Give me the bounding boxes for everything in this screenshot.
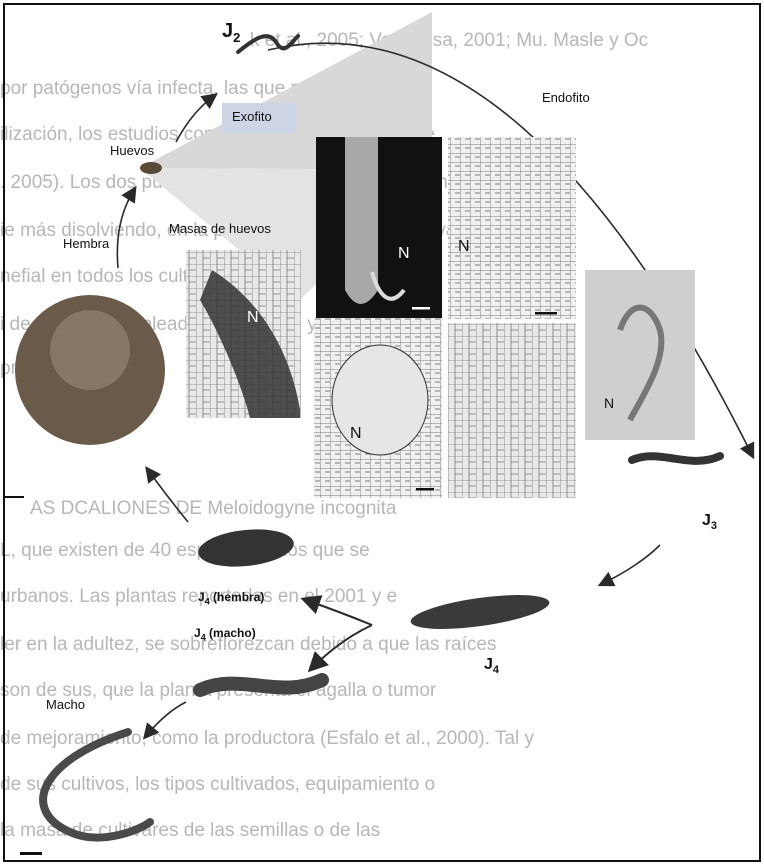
female-highlight xyxy=(50,310,130,390)
scale-bar-male xyxy=(20,852,42,855)
label-exofito: Exofito xyxy=(232,109,272,124)
j4-nematode xyxy=(409,588,552,635)
label-n-endophyte: N xyxy=(458,238,470,256)
scale-bar-root xyxy=(412,307,430,310)
panel-endophyte-1 xyxy=(448,137,576,319)
panel-endophyte-2 xyxy=(585,270,695,440)
j4-female-nematode xyxy=(196,525,295,571)
label-j4-macho: J4 (macho) xyxy=(194,626,256,642)
arrow-hembra-to-huevos xyxy=(117,190,134,268)
label-j4-hembra: J4 (hembra) xyxy=(198,590,264,606)
arrow-j4male-to-macho xyxy=(146,702,186,736)
label-huevos: Huevos xyxy=(110,143,154,158)
label-n-endophyte-2: N xyxy=(604,395,614,411)
label-j4: J4 xyxy=(484,656,499,676)
label-masas-de-huevos: Masas de huevos xyxy=(169,221,271,236)
label-j2: J2 xyxy=(222,20,240,45)
male-nematode xyxy=(43,732,150,838)
scale-bar-endophyte xyxy=(535,312,557,315)
label-endofito: Endofito xyxy=(542,90,590,105)
egg xyxy=(140,162,162,174)
label-macho: Macho xyxy=(46,697,85,712)
scale-bar-giant-cells xyxy=(416,488,434,491)
arrow-j4-to-hembra xyxy=(306,600,372,625)
label-j3: J3 xyxy=(702,512,717,532)
label-n-root: N xyxy=(398,245,410,263)
panel-giant-cells-2 xyxy=(448,323,576,498)
j3-nematode xyxy=(632,456,720,461)
arrow-j4female-to-hembra xyxy=(148,470,188,522)
label-hembra: Hembra xyxy=(63,236,109,251)
j4-male-nematode xyxy=(200,680,322,690)
arrow-j4-to-macho xyxy=(312,625,372,668)
label-n-giant-cells: N xyxy=(350,425,362,443)
label-n-egg-mass: N xyxy=(247,309,259,327)
giant-cell-cluster xyxy=(332,345,428,455)
arrow-j3-to-j4 xyxy=(602,545,660,584)
